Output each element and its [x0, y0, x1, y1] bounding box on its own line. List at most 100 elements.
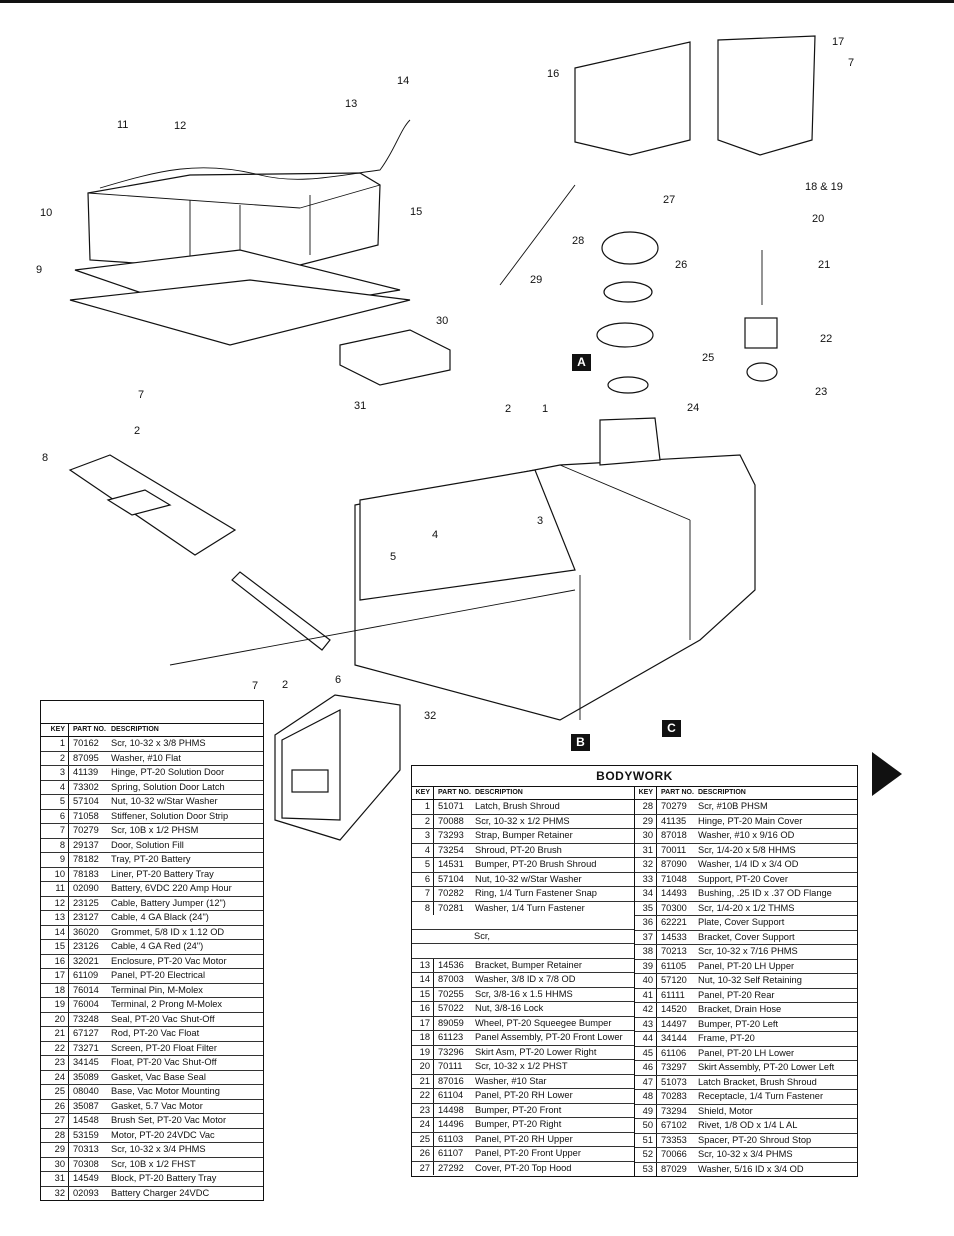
callout-12: 12 [174, 120, 186, 132]
part-description: Rivet, 1/8 OD x 1/4 L AL [698, 1120, 798, 1130]
header-part-no: PART NO. [73, 726, 106, 733]
part-description: Cover, PT-20 Top Hood [475, 1162, 572, 1173]
part-number: 57120 [661, 975, 687, 985]
part-key: 7 [41, 824, 69, 838]
motor-gasket [603, 281, 653, 303]
part-key: 8 [412, 901, 434, 915]
vac-float [746, 362, 778, 382]
part-description: Scr, 10-32 x 1/2 PHST [475, 1061, 568, 1071]
electrical-panel [717, 35, 816, 156]
part-number: 78182 [73, 854, 99, 864]
part-number: 70279 [661, 801, 687, 811]
table-header: KEY PART NO. DESCRIPTION [412, 787, 634, 800]
battery-tray [69, 279, 411, 346]
part-number: 35087 [73, 1100, 99, 1111]
part-description: Frame, PT-20 [698, 1033, 755, 1043]
part-number: 57104 [438, 873, 464, 884]
part-number: 36020 [73, 926, 99, 937]
part-key: 22 [41, 1041, 69, 1055]
part-description: Seal, PT-20 Vac Shut-Off [111, 1013, 215, 1024]
part-key: 46 [635, 1061, 657, 1075]
part-key: 28 [41, 1128, 69, 1142]
part-key: 25 [41, 1085, 69, 1099]
next-page-arrow-icon[interactable] [872, 752, 902, 796]
part-key: 24 [41, 1070, 69, 1084]
part-key: 39 [635, 959, 657, 973]
part-number: 78183 [73, 868, 99, 879]
part-description: Scr, 10-32 x 3/4 PHMS [698, 1149, 793, 1159]
part-key: 26 [41, 1099, 69, 1113]
part-key: 36 [635, 916, 657, 930]
part-description: Nut, 10-32 Self Retaining [698, 975, 802, 985]
part-key: 23 [41, 1056, 69, 1070]
part-description: Gasket, 5.7 Vac Motor [111, 1100, 203, 1111]
callout-28: 28 [572, 235, 584, 247]
callout-2b: 2 [505, 403, 511, 415]
callout-15: 15 [410, 206, 422, 218]
part-key: 14 [41, 925, 69, 939]
header-part-no: PART NO. [661, 789, 694, 796]
part-key: 21 [412, 1074, 434, 1088]
part-number: 70313 [73, 1144, 99, 1154]
part-description: Terminal, 2 Prong M-Molex [111, 999, 223, 1009]
part-key: 4 [412, 843, 434, 857]
part-key: 42 [635, 1003, 657, 1017]
part-number: 57022 [438, 1003, 464, 1013]
table-row-blank [412, 944, 634, 959]
callout-7: 7 [138, 389, 144, 401]
vac-motor-base [596, 322, 654, 348]
callout-13: 13 [345, 98, 357, 110]
header-description: DESCRIPTION [475, 789, 523, 796]
part-description: Scr, #10B PHSM [698, 801, 768, 811]
part-description: Block, PT-20 Battery Tray [111, 1173, 217, 1183]
part-key: 49 [635, 1104, 657, 1118]
callout-6: 6 [335, 674, 341, 686]
part-number: 70088 [438, 815, 464, 826]
part-key: 3 [412, 829, 434, 843]
part-key: 2 [412, 814, 434, 828]
callout-30: 30 [436, 315, 448, 327]
part-number: 70308 [73, 1158, 99, 1169]
part-number: 34145 [73, 1057, 99, 1067]
part-key: 27 [412, 1161, 434, 1175]
part-number: 70283 [661, 1091, 687, 1101]
part-key: 17 [412, 1016, 434, 1030]
part-key: 9 [41, 853, 69, 867]
part-key: 21 [41, 1027, 69, 1041]
part-description: Scr, 3/8-16 x 1.5 HHMS [475, 988, 573, 999]
part-description: Latch, Brush Shroud [475, 801, 560, 811]
table-row-blank [412, 915, 634, 930]
part-description: Panel, PT-20 RH Upper [475, 1133, 573, 1144]
part-description: Bumper, PT-20 Brush Shroud [475, 859, 597, 869]
section-marker-c: C [662, 720, 681, 737]
part-description: Scr, 10-32 x 3/4 PHMS [111, 1144, 206, 1154]
